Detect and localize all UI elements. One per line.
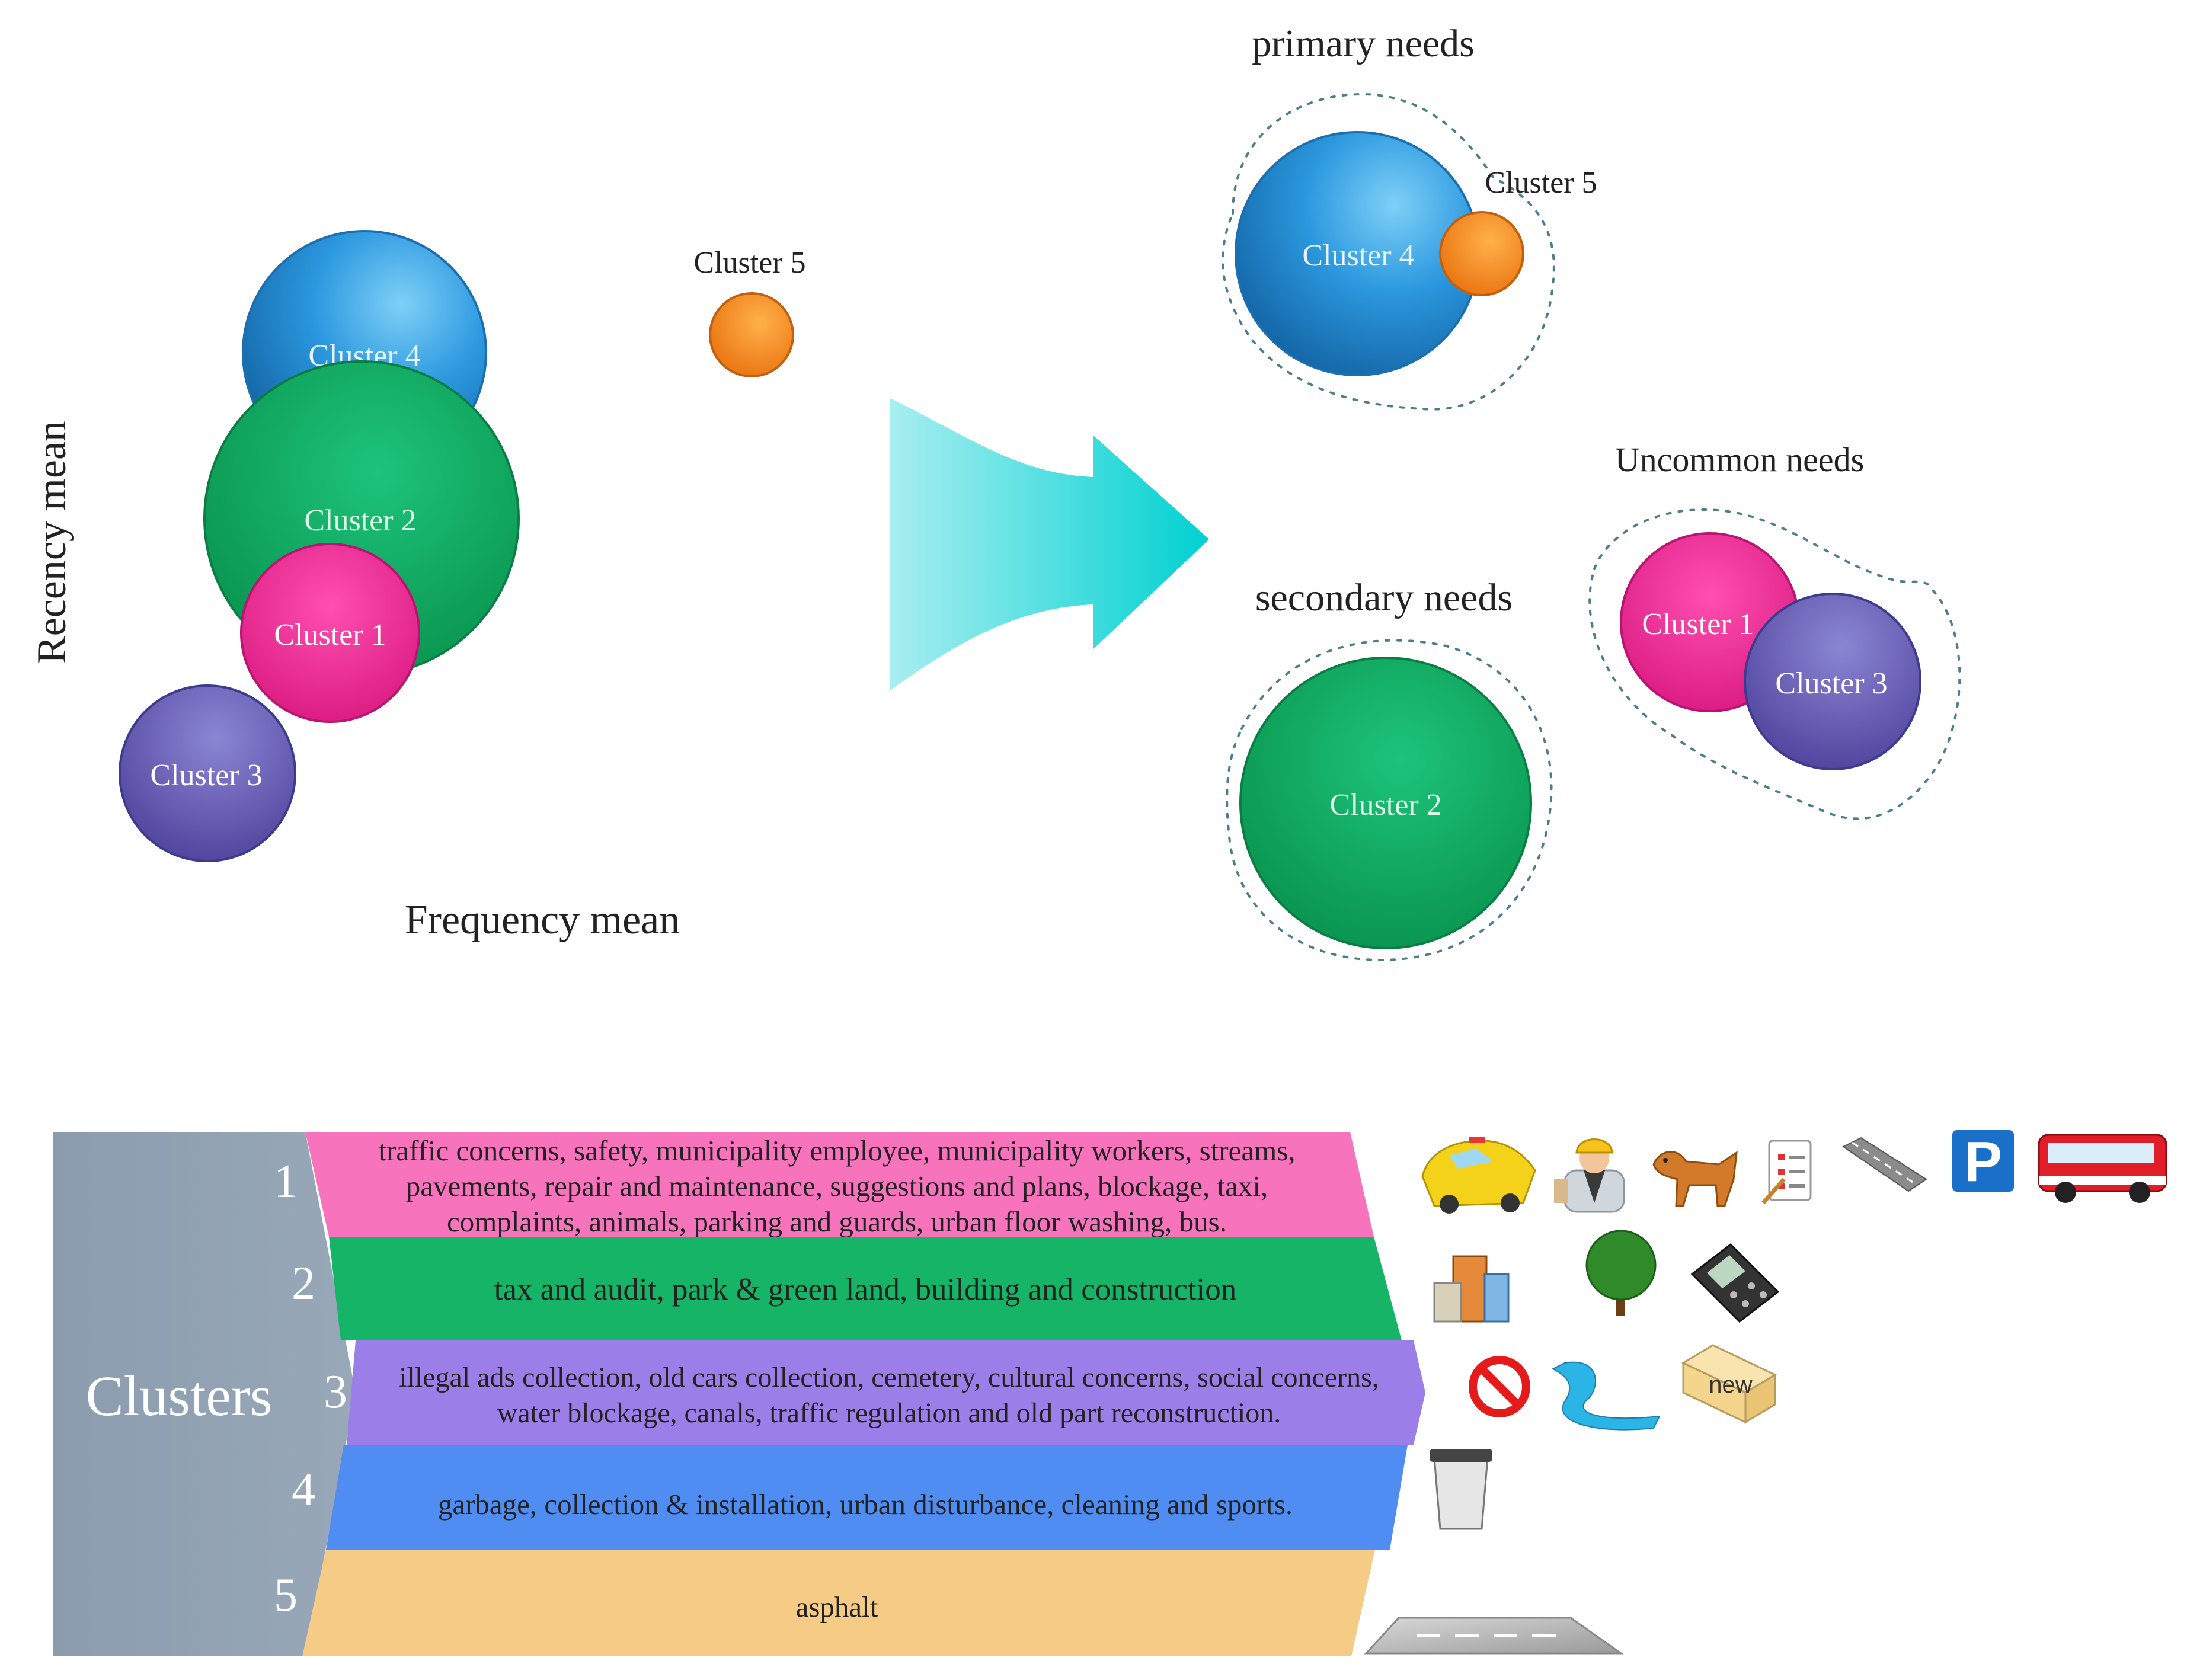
secondary-needs-group: secondary needs Cluster 2 <box>1226 576 1553 962</box>
cluster-row-4-line-1: garbage, collection & installation, urba… <box>438 1488 1293 1521</box>
right-cluster-4-label: Cluster 4 <box>1302 239 1414 273</box>
uncommon-needs-title: Uncommon needs <box>1615 440 1864 479</box>
left-cluster-5-label: Cluster 5 <box>693 246 805 280</box>
left-cluster-1-label: Cluster 1 <box>274 618 386 652</box>
cluster-row-5-number: 5 <box>274 1569 298 1621</box>
trash-can-icon <box>1430 1449 1492 1530</box>
cluster-row-3-line-2: water blockage, canals, traffic regulati… <box>497 1397 1281 1429</box>
uncommon-needs-group: Uncommon needs Cluster 1 Cluster 3 <box>1588 440 1961 820</box>
parking-icon: P <box>1950 1128 2016 1194</box>
asphalt-road-icon <box>1364 1617 1624 1655</box>
right-cluster-2: Cluster 2 <box>1239 657 1532 949</box>
left-cluster-1: Cluster 1 <box>240 543 420 723</box>
cluster-row-3-line-1: illegal ads collection, old cars collect… <box>399 1362 1379 1393</box>
parking-icon-letter: P <box>1964 1130 2002 1193</box>
icons: P <box>1364 1128 2167 1655</box>
prohibited-icon <box>1469 1356 1530 1417</box>
left-cluster-3: Cluster 3 <box>119 684 296 862</box>
x-axis-label: Frequency mean <box>405 897 680 943</box>
building-icon <box>1433 1255 1510 1323</box>
stream-icon <box>1551 1361 1661 1431</box>
right-cluster-2-label: Cluster 2 <box>1329 788 1441 822</box>
cluster-row-1-line-2: pavements, repair and maintenance, sugge… <box>406 1170 1268 1202</box>
dog-icon <box>1652 1150 1738 1207</box>
road-icon <box>1842 1137 1927 1192</box>
cluster-row-1-number: 1 <box>274 1156 298 1208</box>
cluster-row-3-number: 3 <box>324 1366 347 1418</box>
calculator-icon <box>1690 1243 1780 1323</box>
new-box-icon: new <box>1681 1344 1777 1424</box>
right-cluster-1-label: Cluster 1 <box>1642 607 1754 641</box>
right-cluster-3-label: Cluster 3 <box>1775 667 1887 700</box>
cluster-row-4: 4 garbage, collection & installation, ur… <box>292 1445 1408 1550</box>
right-cluster-3: Cluster 3 <box>1744 593 1921 770</box>
cluster-row-1: 1 traffic concerns, safety, municipality… <box>274 1132 1374 1238</box>
new-box-label: new <box>1709 1372 1752 1398</box>
cluster-row-5-line-1: asphalt <box>796 1591 878 1623</box>
left-cluster-3-label: Cluster 3 <box>150 759 262 792</box>
clusters-side-panel <box>53 1132 356 1656</box>
tree-icon <box>1585 1230 1657 1316</box>
cluster-row-3-band <box>347 1340 1425 1445</box>
transition-arrow <box>890 398 1209 690</box>
clusters-table: Clusters 1 traffic concerns, safety, mun… <box>53 1132 1425 1656</box>
cluster-row-5-band <box>302 1550 1375 1656</box>
left-panel: Recency mean Frequency mean Cluster 4 Cl… <box>29 230 806 943</box>
right-cluster-4: Cluster 4 <box>1235 131 1480 376</box>
cluster-row-2-line-1: tax and audit, park & green land, buildi… <box>494 1272 1237 1307</box>
cluster-row-5: 5 asphalt <box>274 1550 1375 1656</box>
left-cluster-2-label: Cluster 2 <box>304 504 416 537</box>
cluster-row-2-band <box>329 1237 1402 1340</box>
cluster-row-4-number: 4 <box>292 1464 315 1516</box>
cluster-row-2: 2 tax and audit, park & green land, buil… <box>292 1237 1402 1340</box>
cluster-row-1-line-1: traffic concerns, safety, municipality e… <box>378 1134 1295 1167</box>
checklist-icon <box>1761 1140 1812 1205</box>
cluster-row-1-line-3: complaints, animals, parking and guards,… <box>447 1205 1227 1238</box>
right-cluster-5: Cluster 5 <box>1439 166 1597 296</box>
secondary-needs-title: secondary needs <box>1255 576 1513 619</box>
cluster-row-1-band <box>305 1132 1374 1237</box>
left-cluster-5: Cluster 5 <box>693 246 806 377</box>
taxi-icon <box>1421 1137 1536 1214</box>
primary-needs-group: primary needs Cluster 4 Cluster 5 <box>1222 22 1597 411</box>
primary-needs-title: primary needs <box>1252 22 1475 65</box>
cluster-row-2-number: 2 <box>292 1257 315 1310</box>
uncommon-needs-outline <box>1588 508 1961 820</box>
cluster-row-3: 3 illegal ads collection, old cars colle… <box>324 1340 1425 1445</box>
right-cluster-5-label: Cluster 5 <box>1485 166 1597 200</box>
clusters-side-label: Clusters <box>86 1364 273 1428</box>
worker-icon <box>1554 1138 1625 1213</box>
cluster-row-4-band <box>326 1445 1408 1550</box>
bus-icon <box>2038 1134 2167 1203</box>
y-axis-label: Recency mean <box>29 421 75 664</box>
secondary-needs-outline <box>1226 639 1553 962</box>
